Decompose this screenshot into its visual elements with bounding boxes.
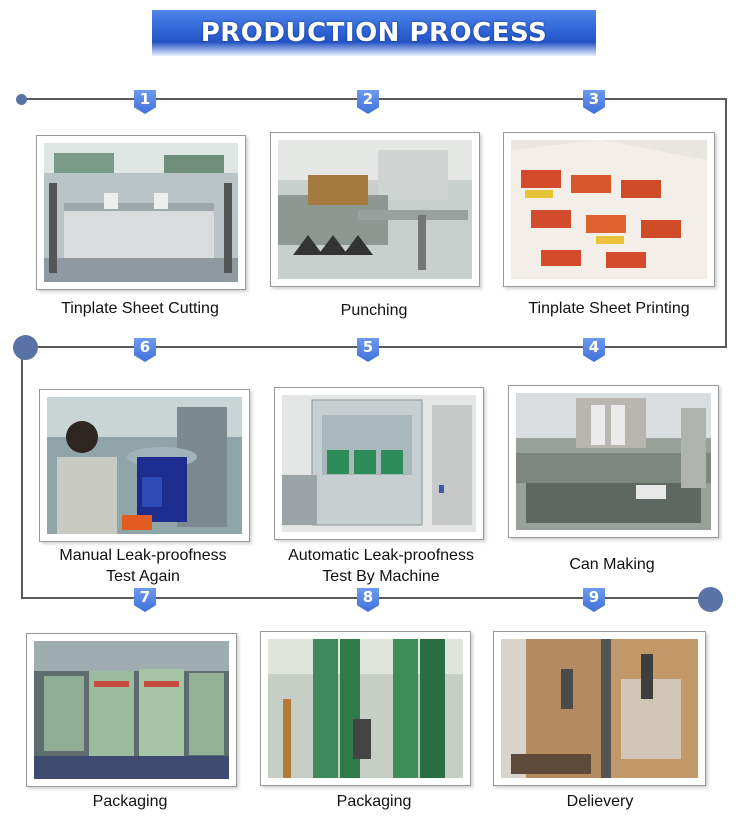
can-making-photo xyxy=(516,393,711,530)
step-caption-6: Manual Leak-proofness Test Again xyxy=(29,545,257,587)
step-card-9 xyxy=(493,631,706,786)
step-card-1 xyxy=(36,135,246,290)
caption-line: Test By Machine xyxy=(322,568,440,585)
step-badge-3: 3 xyxy=(583,90,605,114)
page-title: PRODUCTION PROCESS xyxy=(200,18,548,48)
manual-test-photo xyxy=(47,397,242,534)
flow-end-dot xyxy=(698,587,723,612)
flow-turn-dot xyxy=(13,335,38,360)
step-caption-3: Tinplate Sheet Printing xyxy=(495,298,723,319)
step-caption-1: Tinplate Sheet Cutting xyxy=(26,298,254,319)
caption-line: Packaging xyxy=(336,793,412,810)
printing-photo xyxy=(511,140,707,279)
step-badge-5: 5 xyxy=(357,338,379,362)
step-badge-4: 4 xyxy=(583,338,605,362)
caption-line: Tinplate Sheet Printing xyxy=(528,300,690,317)
punching-photo xyxy=(278,140,472,279)
step-card-2 xyxy=(270,132,480,287)
container-loading-photo xyxy=(501,639,698,778)
step-card-8 xyxy=(260,631,471,786)
caption-line: Can Making xyxy=(569,556,655,573)
machine-test-photo xyxy=(282,395,476,532)
step-badge-6: 6 xyxy=(134,338,156,362)
caption-line: Punching xyxy=(340,302,408,319)
step-caption-2: Punching xyxy=(260,300,488,321)
header-banner: PRODUCTION PROCESS xyxy=(152,10,596,56)
step-caption-5: Automatic Leak-proofness Test By Machine xyxy=(263,545,499,587)
stacked-cans-photo xyxy=(268,639,463,778)
pallet-packaging-photo xyxy=(34,641,229,779)
caption-line: Manual Leak-proofness xyxy=(59,547,227,564)
step-caption-4: Can Making xyxy=(498,554,726,575)
flow-start-dot xyxy=(16,94,27,105)
step-badge-2: 2 xyxy=(357,90,379,114)
step-caption-8: Packaging xyxy=(260,791,488,812)
caption-line: Tinplate Sheet Cutting xyxy=(61,300,219,317)
step-badge-9: 9 xyxy=(583,588,605,612)
caption-line: Automatic Leak-proofness xyxy=(288,547,474,564)
step-caption-7: Packaging xyxy=(16,791,244,812)
step-badge-1: 1 xyxy=(134,90,156,114)
caption-line: Test Again xyxy=(106,568,180,585)
step-card-7 xyxy=(26,633,237,787)
step-badge-7: 7 xyxy=(134,588,156,612)
caption-line: Delievery xyxy=(566,793,634,810)
step-card-6 xyxy=(39,389,250,542)
sheet-cutting-photo xyxy=(44,143,238,282)
flow-line-left-connector xyxy=(21,346,23,598)
flow-line-right-connector xyxy=(725,98,727,348)
step-card-3 xyxy=(503,132,715,287)
step-card-5 xyxy=(274,387,484,540)
step-caption-9: Delievery xyxy=(486,791,714,812)
caption-line: Packaging xyxy=(92,793,168,810)
step-badge-8: 8 xyxy=(357,588,379,612)
step-card-4 xyxy=(508,385,719,538)
